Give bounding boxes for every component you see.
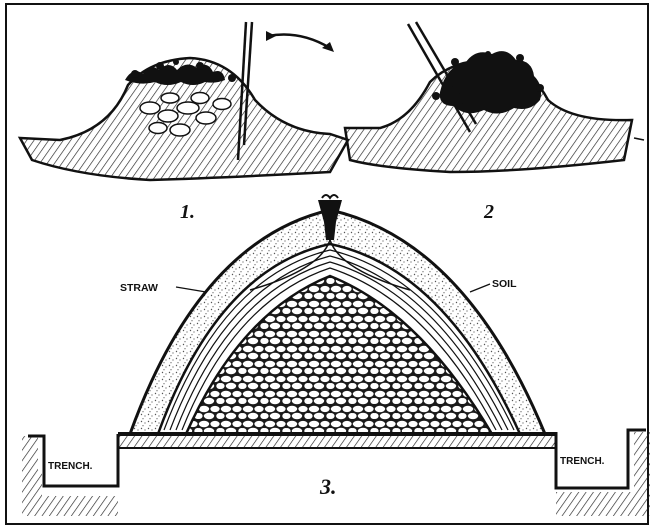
figure-1-mound: [20, 22, 348, 180]
figure-3-number: 3.: [319, 474, 337, 499]
figure-2-mound: [345, 22, 644, 172]
fig2-foliage: [432, 51, 544, 114]
straw-label: STRAW: [120, 282, 158, 294]
soil-label: SOIL: [492, 278, 517, 290]
fig2-soil-edge-mark: [634, 138, 644, 140]
trench-left-label: TRENCH.: [48, 461, 93, 472]
figure-1-number: 1.: [180, 201, 195, 223]
figure-3-clamp: [22, 195, 650, 518]
figure-2-number: 2: [483, 201, 494, 223]
straw-leader: [176, 287, 206, 292]
lift-arrow: [266, 31, 334, 52]
trench-right-label: TRENCH.: [560, 456, 605, 467]
soil-leader: [470, 284, 490, 292]
